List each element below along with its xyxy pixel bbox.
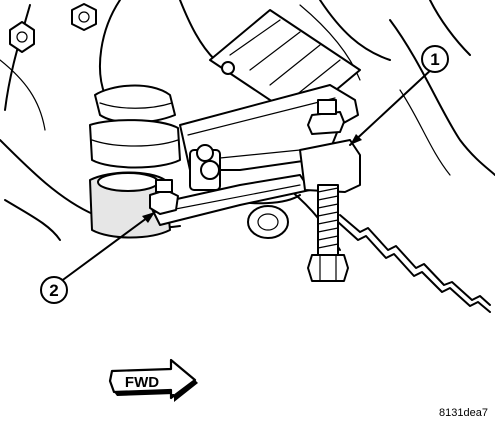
callout-2-bubble (40, 276, 68, 304)
forward-direction-arrow: FWD (108, 358, 198, 402)
figure-id: 8131dea7 (439, 407, 488, 419)
callout-1: 1 (349, 45, 449, 146)
tool-tether (337, 214, 491, 313)
callout-2-label: 2 (49, 281, 58, 300)
callout-2: 2 (40, 211, 156, 304)
callout-1-label: 1 (430, 50, 439, 69)
callout-1-bubble (421, 45, 449, 73)
separator-tool (149, 84, 361, 282)
fwd-label: FWD (125, 374, 159, 391)
